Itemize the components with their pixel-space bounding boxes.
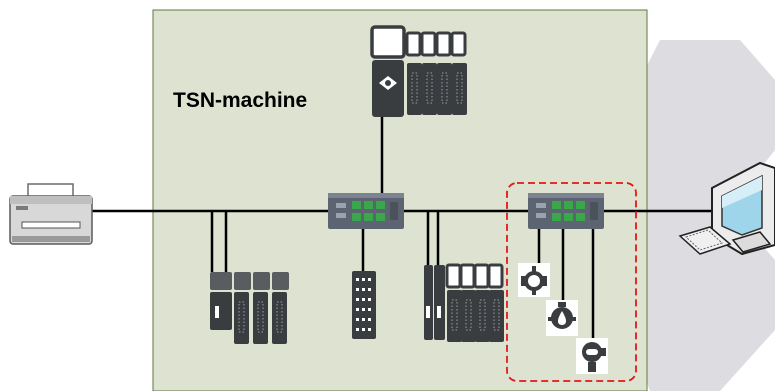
sensor-icon[interactable] bbox=[546, 300, 578, 336]
tsn-machine-label: TSN-machine bbox=[173, 89, 307, 112]
io-module-left-icon[interactable] bbox=[210, 272, 289, 345]
computer-icon[interactable] bbox=[678, 161, 775, 256]
valve-icon[interactable] bbox=[518, 263, 550, 297]
central-tsn-switch-icon[interactable] bbox=[328, 193, 404, 229]
network-lines bbox=[92, 117, 712, 338]
drive-icon[interactable] bbox=[576, 338, 608, 374]
edge-tsn-switch-icon[interactable] bbox=[528, 193, 604, 229]
printer-icon[interactable] bbox=[9, 183, 93, 245]
plc-controller-icon[interactable] bbox=[370, 25, 468, 117]
io-module-right-icon[interactable] bbox=[424, 263, 505, 343]
tsn-domain-dashed-boundary bbox=[506, 182, 637, 382]
remote-io-icon[interactable] bbox=[352, 271, 376, 339]
